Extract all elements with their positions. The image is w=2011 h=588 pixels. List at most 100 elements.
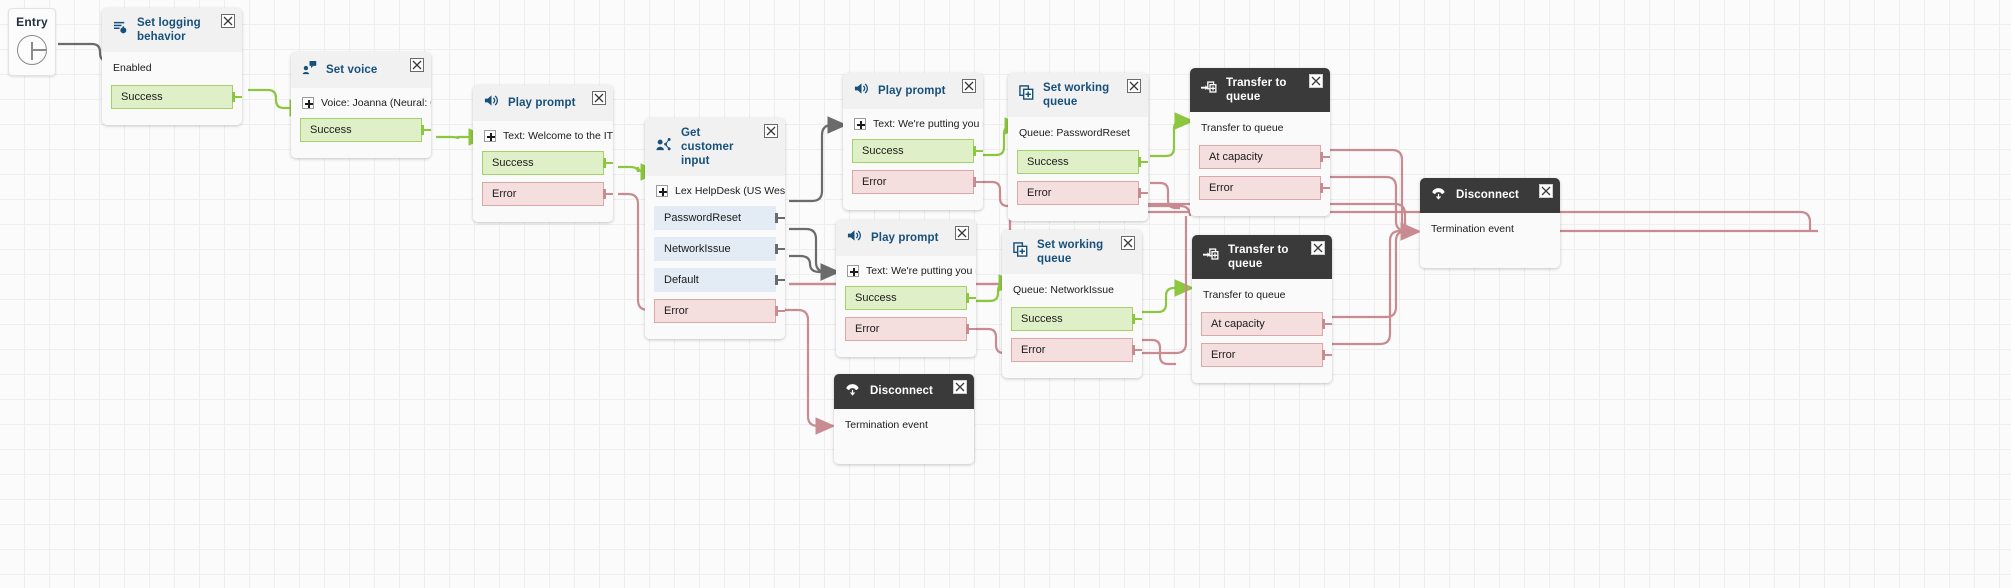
close-icon[interactable] [1311,241,1325,255]
port-connector[interactable] [1320,183,1330,194]
port-connector[interactable] [1322,350,1332,361]
node-parameter[interactable]: Lex HelpDesk (US West: O... [645,176,785,206]
node-parameter[interactable]: Voice: Joanna (Neural: Con... [291,88,431,118]
port-error[interactable]: Error [1199,176,1330,201]
port-connector[interactable] [1138,188,1148,199]
set-voice-icon [302,60,317,80]
entry-node[interactable]: Entry [8,8,56,76]
node-parameter-label: Voice: Joanna (Neural: Con... [321,97,431,109]
port-default[interactable]: Default [654,268,785,293]
port-connector[interactable] [603,158,613,168]
port-error[interactable]: Error [1011,338,1142,363]
node-set-working-queue-network[interactable]: Set working queue Queue: NetworkIssue Su… [1002,230,1142,379]
node-title: Set voice [326,63,378,76]
node-set-voice[interactable]: Set voice Voice: Joanna (Neural: Con... … [291,52,431,158]
port-connector[interactable] [973,177,983,187]
close-icon[interactable] [592,91,606,105]
port-success[interactable]: Success [1011,307,1142,332]
node-body: Queue: NetworkIssue Success Error [1002,274,1142,379]
port-connector[interactable] [1132,314,1142,325]
port-connector[interactable] [232,92,242,103]
node-body: Lex HelpDesk (US West: O... PasswordRese… [645,176,785,340]
port-success[interactable]: Success [482,151,613,175]
node-parameter[interactable]: Text: We're putting you in a ... [843,109,983,139]
port-error[interactable]: Error [654,299,785,324]
close-icon[interactable] [764,124,778,138]
port-connector[interactable] [775,275,785,286]
node-header: Disconnect [1420,178,1560,213]
port-connector[interactable] [421,125,431,135]
node-set-working-queue-password[interactable]: Set working queue Queue: PasswordReset S… [1008,73,1148,222]
node-play-prompt-queue-network[interactable]: Play prompt Text: We're putting you in a… [836,220,976,357]
expand-plus-icon[interactable] [302,97,314,109]
node-transfer-to-queue-network[interactable]: Transfer to queue Transfer to queue At c… [1192,235,1332,384]
port-success[interactable]: Success [1017,150,1148,175]
node-header: Play prompt [843,73,983,109]
node-parameter[interactable]: Text: We're putting you in a ... [836,256,976,286]
port-success[interactable]: Success [845,286,976,310]
close-icon[interactable] [221,14,235,28]
node-disconnect-right[interactable]: Disconnect Termination event [1420,178,1560,268]
close-icon[interactable] [953,380,967,394]
node-set-logging-behavior[interactable]: Set logging behavior Enabled Success [102,8,242,126]
node-title: Transfer to queue [1228,244,1289,271]
node-disconnect-bottom[interactable]: Disconnect Termination event [834,374,974,464]
expand-plus-icon[interactable] [854,118,866,130]
node-play-prompt-queue-password[interactable]: Play prompt Text: We're putting you in a… [843,73,983,210]
node-transfer-to-queue-password[interactable]: Transfer to queue Transfer to queue At c… [1190,68,1330,217]
close-icon[interactable] [955,226,969,240]
node-body: Transfer to queue At capacity Error [1192,279,1332,384]
node-parameter: Transfer to queue [1203,289,1286,302]
node-get-customer-input[interactable]: Get customer input Lex HelpDesk (US West… [645,118,785,340]
close-icon[interactable] [1309,74,1323,88]
close-icon[interactable] [962,79,976,93]
port-connector[interactable] [1322,319,1332,330]
node-play-prompt-welcome[interactable]: Play prompt Text: Welcome to the IT Hel.… [473,85,613,222]
port-label: Error [1021,344,1046,357]
port-error[interactable]: Error [1201,343,1332,368]
port-success[interactable]: Success [852,139,983,163]
port-success[interactable]: Success [300,118,431,142]
node-body: Termination event [834,409,974,464]
port-passwordreset[interactable]: PasswordReset [654,206,785,231]
port-error[interactable]: Error [482,182,613,206]
node-parameter-label: Text: We're putting you in a ... [866,265,976,277]
expand-plus-icon[interactable] [656,185,668,198]
close-icon[interactable] [410,58,424,72]
expand-plus-icon[interactable] [847,265,859,277]
node-body: Voice: Joanna (Neural: Con... Success [291,88,431,158]
port-connector[interactable] [1138,157,1148,168]
set-working-queue-icon [1013,242,1028,262]
port-error[interactable]: Error [1017,181,1148,206]
close-icon[interactable] [1127,79,1141,93]
port-error[interactable]: Error [852,170,983,194]
port-connector[interactable] [1132,345,1142,356]
port-error[interactable]: Error [845,317,976,341]
node-body: Enabled Success [102,52,242,126]
node-header: Set voice [291,52,431,88]
port-connector[interactable] [973,146,983,156]
port-success[interactable]: Success [111,85,242,110]
port-connector[interactable] [775,213,785,224]
port-connector[interactable] [603,189,613,199]
port-connector[interactable] [1320,152,1330,163]
node-parameter: Enabled [113,62,152,75]
entry-start-icon [17,35,47,65]
close-icon[interactable] [1539,184,1553,198]
port-connector[interactable] [966,324,976,334]
port-connector[interactable] [775,244,785,255]
port-label: NetworkIssue [664,243,731,256]
disconnect-icon [1431,186,1447,205]
speaker-icon [484,93,499,113]
port-at-capacity[interactable]: At capacity [1199,145,1330,170]
node-parameter[interactable]: Text: Welcome to the IT Hel... [473,121,613,151]
expand-plus-icon[interactable] [484,130,496,142]
port-networkissue[interactable]: NetworkIssue [654,237,785,262]
node-header: Play prompt [836,220,976,256]
port-connector[interactable] [966,293,976,303]
port-label: Error [855,323,880,335]
close-icon[interactable] [1121,236,1135,250]
port-at-capacity[interactable]: At capacity [1201,312,1332,337]
port-connector[interactable] [775,306,785,317]
